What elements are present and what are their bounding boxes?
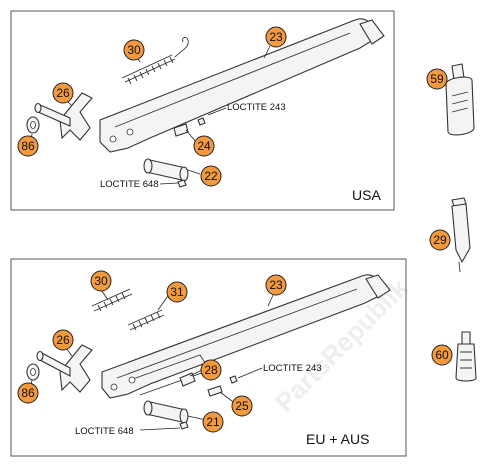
usa-loctite-243-note: LOCTITE 243 — [227, 102, 286, 113]
leader-usa-loctite243 — [207, 107, 227, 116]
leader-eu-loctite648 — [139, 427, 181, 431]
bushing-22-usa — [143, 158, 189, 182]
callout-usa-22: 22 — [200, 165, 222, 187]
eu-loctite-243-note: LOCTITE 243 — [263, 363, 322, 374]
callout-usa-26: 26 — [52, 82, 74, 104]
bolt-28-eu — [179, 372, 196, 387]
callout-eu-21: 21 — [202, 411, 224, 433]
glue-bottle-60 — [455, 331, 477, 382]
spring-usa — [121, 36, 189, 85]
callout-eu-31: 31 — [166, 281, 188, 303]
svg-text:22: 22 — [204, 169, 218, 183]
usa-panel-frame — [10, 10, 395, 211]
svg-text:29: 29 — [433, 233, 447, 247]
bushing-21-eu — [143, 400, 189, 424]
callout-eu-25: 25 — [231, 395, 253, 417]
grub-screw-eu — [179, 421, 189, 430]
side-stand-usa — [99, 18, 385, 153]
svg-text:23: 23 — [269, 278, 283, 292]
leader-eu-28 — [189, 369, 203, 377]
leader-eu-23 — [267, 292, 275, 307]
callout-usa-23: 23 — [265, 26, 287, 48]
callout-eu-23: 23 — [265, 274, 287, 296]
loctite-bottle-59 — [445, 63, 475, 136]
svg-text:24: 24 — [197, 139, 211, 153]
side-stand-eu — [101, 274, 391, 399]
leader-usa-24 — [185, 129, 197, 143]
callout-side-59: 59 — [426, 68, 448, 90]
leader-eu-loctite243 — [237, 367, 263, 379]
leader-usa-loctite648 — [159, 182, 179, 185]
callout-eu-26: 26 — [52, 329, 74, 351]
callout-eu-86: 86 — [17, 382, 39, 404]
eu-loctite-648-note: LOCTITE 648 — [75, 426, 134, 437]
usa-region-label: USA — [352, 187, 381, 203]
grub-screw-usa — [177, 179, 187, 188]
svg-text:25: 25 — [235, 399, 249, 413]
pivot-bracket-usa — [34, 92, 93, 141]
svg-text:86: 86 — [21, 139, 35, 153]
leader-usa-22 — [187, 169, 201, 175]
svg-text:30: 30 — [94, 274, 108, 288]
leader-usa-23 — [263, 45, 271, 59]
grub-screw-top-eu — [229, 375, 238, 384]
spring-eu-30 — [91, 288, 133, 312]
svg-text:26: 26 — [56, 333, 70, 347]
svg-text:23: 23 — [269, 30, 283, 44]
usa-loctite-648-note: LOCTITE 648 — [100, 179, 159, 190]
callout-usa-30: 30 — [123, 39, 145, 61]
spring-eu-31 — [127, 309, 165, 331]
callout-usa-24: 24 — [193, 135, 215, 157]
callout-eu-30: 30 — [90, 270, 112, 292]
svg-text:59: 59 — [430, 72, 444, 86]
svg-text:60: 60 — [435, 348, 449, 362]
pivot-bracket-eu — [36, 344, 93, 393]
washer-eu — [26, 363, 40, 381]
svg-text:31: 31 — [170, 285, 184, 299]
bolt-25-eu — [207, 385, 223, 397]
eu-aus-panel-frame — [10, 258, 407, 457]
grease-tube-29 — [451, 197, 471, 273]
callout-side-60: 60 — [431, 344, 453, 366]
eu-aus-region-label: EU + AUS — [306, 431, 369, 447]
svg-text:28: 28 — [204, 363, 218, 377]
svg-text:30: 30 — [127, 43, 141, 57]
callout-usa-86: 86 — [17, 135, 39, 157]
svg-text:86: 86 — [21, 386, 35, 400]
callout-eu-28: 28 — [200, 359, 222, 381]
grub-screw-top-usa — [197, 117, 206, 126]
svg-text:21: 21 — [206, 415, 220, 429]
svg-text:26: 26 — [56, 86, 70, 100]
washer-usa — [26, 116, 40, 134]
callout-side-29: 29 — [429, 229, 451, 251]
